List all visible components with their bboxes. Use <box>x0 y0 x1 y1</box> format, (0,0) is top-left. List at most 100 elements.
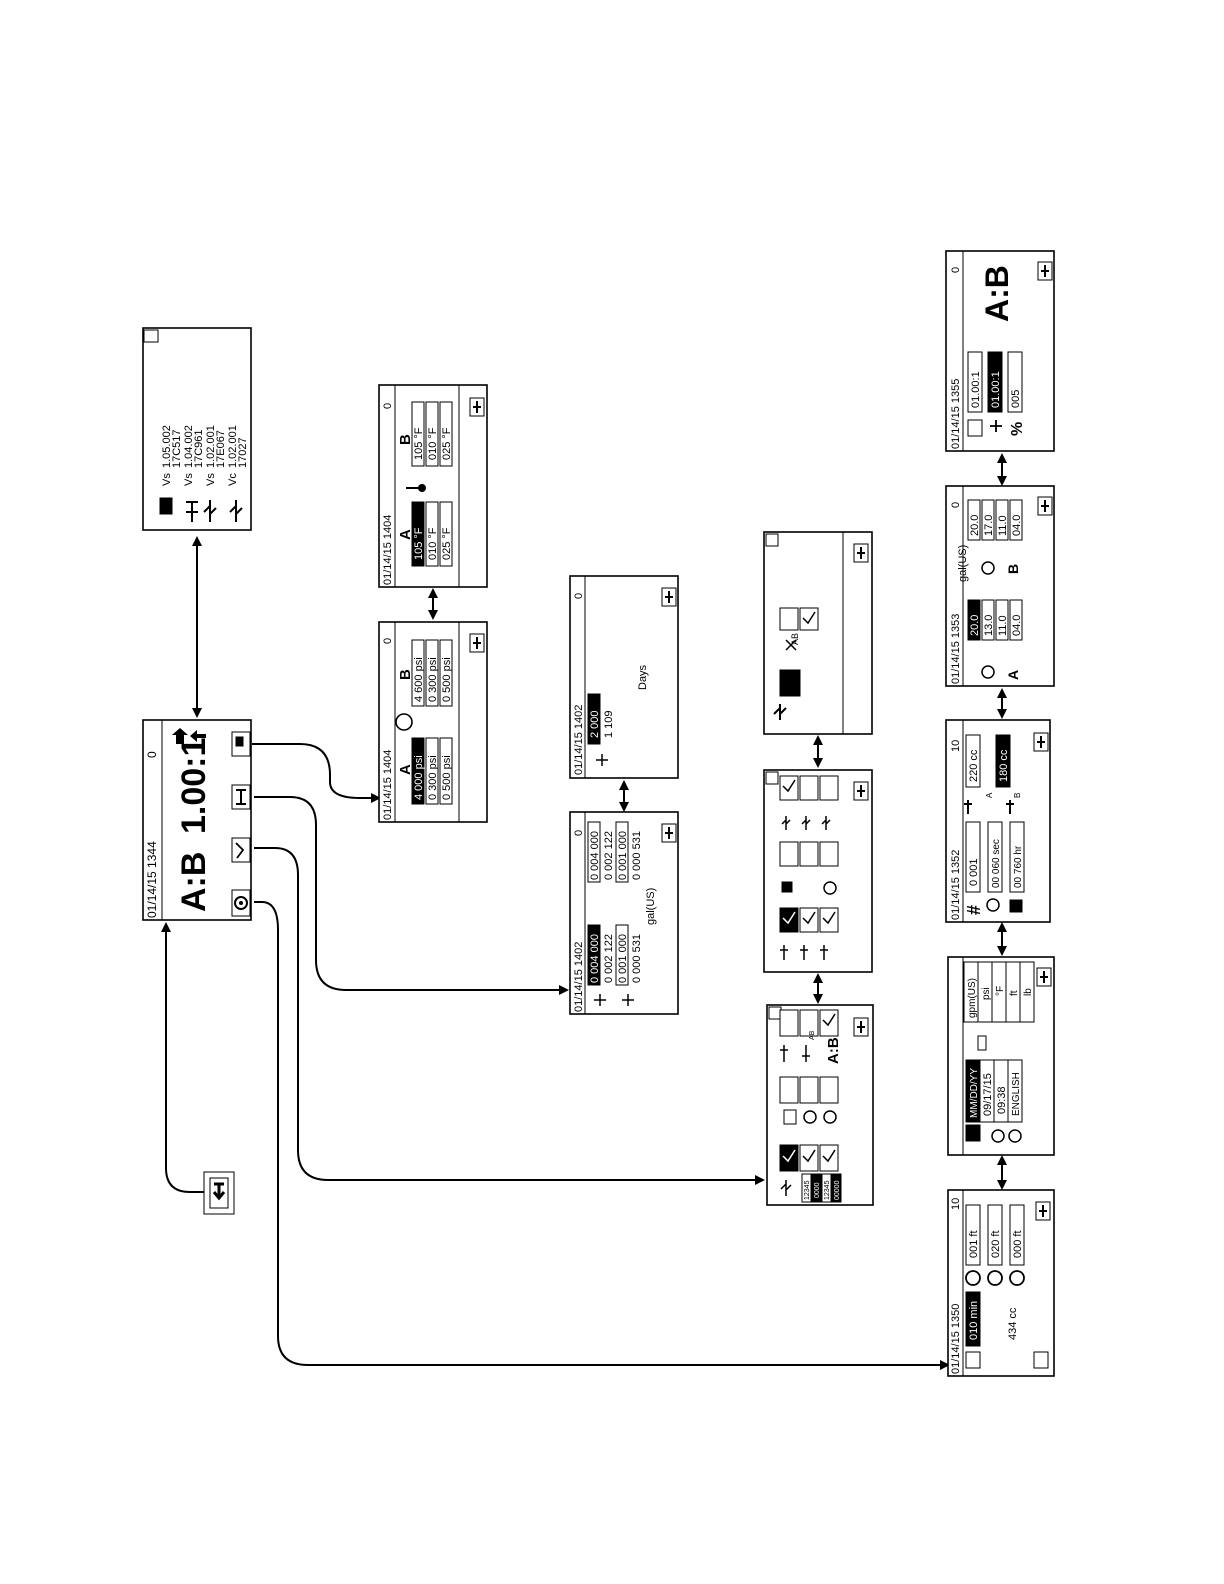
run-screen: 01/14/15 1350 10 010 min 434 cc 001 ft 0… <box>947 1189 1055 1377</box>
ratio-field-0[interactable] <box>967 351 983 413</box>
enable-cell[interactable] <box>819 775 839 801</box>
home-softkeys[interactable] <box>231 731 251 917</box>
usb-black-tile <box>779 669 801 697</box>
check-icon <box>782 779 796 793</box>
enable-cell[interactable] <box>799 907 819 933</box>
ratio-status: 0 <box>950 267 962 273</box>
gun-icon <box>186 501 198 522</box>
drum-b-field-2[interactable] <box>995 499 1009 541</box>
drum-b-value-3: 04.0 <box>1011 515 1023 536</box>
enable-cell-selected[interactable] <box>779 907 799 933</box>
usb-option-cell[interactable] <box>779 607 799 631</box>
enable-cell[interactable] <box>799 775 819 801</box>
drum-a-field-3[interactable] <box>1009 599 1023 641</box>
thermometer-icon <box>406 484 426 492</box>
enable-cell[interactable] <box>779 841 799 867</box>
cal-cell[interactable] <box>819 1076 839 1104</box>
unit-field-4[interactable] <box>1019 961 1035 1023</box>
enable-cell[interactable] <box>819 907 839 933</box>
totals-right-value-2: 0 001 000 <box>617 831 629 880</box>
usb-check-cell[interactable] <box>799 607 819 631</box>
temp-a-field-1[interactable] <box>425 501 439 567</box>
sample-b-field[interactable] <box>995 734 1011 788</box>
enable-grid[interactable] <box>779 775 839 933</box>
home-screen[interactable]: 01/14/15 1344 0 A:B 1.00:1 <box>142 719 252 921</box>
usb-screen-exit-icon[interactable] <box>765 533 779 547</box>
gear-icon <box>803 1110 817 1124</box>
cal-cell[interactable] <box>819 1144 839 1172</box>
run-flow-field[interactable] <box>965 1291 981 1347</box>
cal-tile-label: 00000 <box>834 1180 841 1200</box>
language-field[interactable] <box>1007 1059 1023 1123</box>
cal-cell[interactable] <box>799 1009 819 1037</box>
pressure-a-field-2[interactable] <box>439 737 453 805</box>
cal-cell[interactable] <box>779 1076 799 1104</box>
run-status: 10 <box>950 1198 962 1210</box>
pressure-a-field-1[interactable] <box>425 737 439 805</box>
drum-b-field-0[interactable] <box>967 499 981 541</box>
temp-a-field-2[interactable] <box>439 501 453 567</box>
sample-time2: 00 760 hr <box>1013 845 1024 888</box>
sample-time2-field[interactable] <box>1009 821 1025 893</box>
hose-3-icon <box>1009 1270 1025 1286</box>
pressure-a-field-0[interactable] <box>411 737 425 805</box>
temp-a-field-0[interactable] <box>411 501 425 567</box>
run-length-field-1[interactable] <box>987 1204 1003 1266</box>
version-row-2: Vs 1.02.001 17E067 <box>203 425 227 522</box>
cal-cell[interactable] <box>799 1144 819 1172</box>
ratio-value-1: 01.00:1 <box>990 371 1002 408</box>
enable-cell[interactable] <box>799 841 819 867</box>
date-value: 09/17/15 <box>982 1073 994 1116</box>
ratio-percent-field[interactable] <box>1007 351 1023 413</box>
enable-cell[interactable] <box>779 775 799 801</box>
cal-tile-label: 12345 <box>804 1180 811 1200</box>
drum-b-field-3[interactable] <box>1009 499 1023 541</box>
days-value-field[interactable] <box>587 693 601 745</box>
temp-b-field-1[interactable] <box>425 401 439 467</box>
pressure-b-field-2[interactable] <box>439 639 453 707</box>
version-number: 1.02.001 <box>205 425 217 468</box>
ratio-screen: 01/14/15 1355 0 01.00:1 01.00:1 % 005 A:… <box>945 250 1055 452</box>
totals-datetime: 01/14/15 1402 <box>573 942 585 1012</box>
totals-left-field-2[interactable] <box>615 924 629 986</box>
temp-b-field-0[interactable] <box>411 401 425 467</box>
totals-right-field-2[interactable] <box>615 821 629 883</box>
softkey-calibration-icon[interactable] <box>231 837 251 863</box>
connector-home-run <box>254 901 950 1370</box>
drum-b-field-1[interactable] <box>981 499 995 541</box>
pressure-b-field-0[interactable] <box>411 639 425 707</box>
totals-left-field-0[interactable] <box>587 924 601 986</box>
ratio-field-1[interactable] <box>987 351 1003 413</box>
connector-exit-home <box>161 922 204 1193</box>
totals-left-value-3: 0 000 531 <box>631 934 643 983</box>
pressure-datetime: 01/14/15 1404 <box>382 750 394 820</box>
versions-exit-icon[interactable] <box>143 329 159 343</box>
sample-a-field[interactable] <box>965 734 981 788</box>
totals-right-field-0[interactable] <box>587 821 601 883</box>
run-length-field-0[interactable] <box>965 1204 981 1266</box>
drum-a-field-0[interactable] <box>967 599 981 641</box>
enable-screen-exit-icon[interactable] <box>765 771 779 785</box>
cal-cell[interactable] <box>799 1076 819 1104</box>
cal-screen-exit-icon[interactable] <box>768 1006 782 1020</box>
drum-a-field-1[interactable] <box>981 599 995 641</box>
enable-cell[interactable] <box>819 841 839 867</box>
ratio-big-label: A:B <box>979 265 1015 322</box>
temp-b-field-2[interactable] <box>439 401 453 467</box>
pressure-b-field-1[interactable] <box>425 639 439 707</box>
percent-icon: % <box>1009 422 1026 436</box>
days-unit: Days <box>637 664 649 690</box>
check-icon <box>802 1149 816 1163</box>
cal-cell-selected[interactable] <box>779 1144 799 1172</box>
cal-grid[interactable] <box>779 1009 839 1172</box>
run-length-field-2[interactable] <box>1009 1204 1025 1266</box>
exit-button[interactable] <box>203 1171 235 1215</box>
connector-home-pressure <box>252 743 381 803</box>
unit-value-2: °F <box>995 986 1006 996</box>
cal-cell[interactable] <box>779 1009 799 1037</box>
sample-time1-field[interactable] <box>987 821 1003 893</box>
drum-a-field-2[interactable] <box>995 599 1009 641</box>
run-length-1: 020 ft <box>990 1230 1002 1258</box>
language-value: ENGLISH <box>1011 1072 1022 1116</box>
sample-count-field[interactable] <box>965 821 981 893</box>
